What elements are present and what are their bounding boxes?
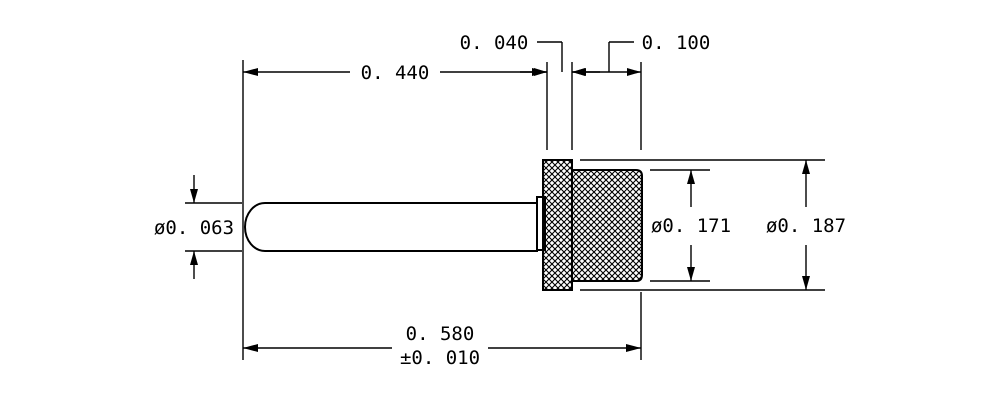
dim-pin-diameter: ø0. 063 [154, 175, 234, 279]
pin-shaft [244, 202, 538, 252]
overall-tolerance-label: ±0. 010 [400, 347, 480, 369]
dim-knurl-outer-diameter: ø0. 187 [766, 160, 846, 290]
extension-lines [185, 60, 825, 360]
overall-length-label: 0. 580 [406, 323, 475, 345]
dim-pin-length: 0. 440 [243, 62, 547, 84]
pin-part [244, 159, 643, 291]
pin-length-label: 0. 440 [361, 62, 430, 84]
knurl-outer-diameter-label: ø0. 187 [766, 215, 846, 237]
dim-collar-length: 0. 040 [460, 32, 600, 76]
pin-diameter-label: ø0. 063 [154, 217, 234, 239]
collar [542, 159, 573, 291]
dim-knurl-inner-diameter: ø0. 171 [651, 170, 731, 281]
dim-knurl-length: 0. 100 [572, 32, 710, 76]
dim-overall-length: 0. 580 ±0. 010 [243, 323, 641, 369]
knurl-inner-diameter-label: ø0. 171 [651, 215, 731, 237]
knurl-length-label: 0. 100 [642, 32, 711, 54]
collar-length-label: 0. 040 [460, 32, 529, 54]
knurled-head [571, 169, 643, 282]
